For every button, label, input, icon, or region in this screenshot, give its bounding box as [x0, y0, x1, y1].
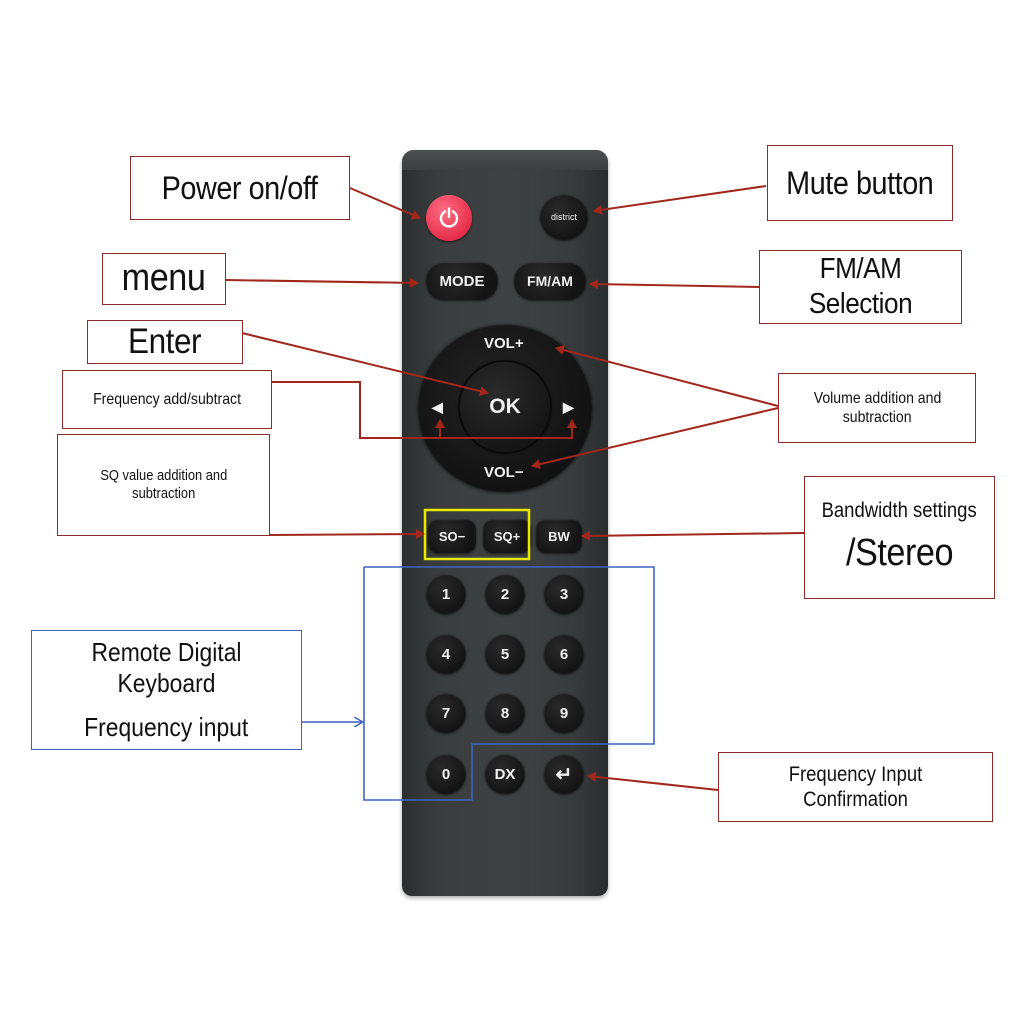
menu-arrow	[225, 277, 419, 288]
volume-label-line1: Volume addition and	[813, 389, 941, 407]
vol-down-key[interactable]: VOL−	[484, 464, 524, 481]
sq-label-line1: SQ value addition and	[100, 467, 227, 484]
digit-1-button[interactable]: 1	[426, 574, 466, 614]
mode-button[interactable]: MODE	[426, 262, 498, 300]
volume-up-arrow	[555, 345, 779, 407]
sq-label-box: SQ value addition and subtraction	[57, 434, 270, 536]
sq-highlight-frame	[423, 508, 531, 561]
volume-label-box: Volume addition and subtraction	[778, 373, 976, 443]
bandwidth-arrow	[581, 530, 805, 541]
volume-label-line2: subtraction	[842, 409, 912, 426]
digit-6-button[interactable]: 6	[544, 634, 584, 674]
mute-label-box: Mute button	[767, 145, 953, 221]
digit-5-button[interactable]: 5	[485, 634, 525, 674]
vol-up-key[interactable]: VOL+	[484, 335, 524, 352]
digit-8-button[interactable]: 8	[485, 693, 525, 733]
frequency-label-box: Frequency add/subtract	[62, 370, 272, 429]
bw-button[interactable]: BW	[536, 519, 582, 553]
enter-label: Enter	[128, 322, 202, 361]
keyboard-label-line2: Frequency input	[84, 711, 249, 742]
digit-0-button[interactable]: 0	[426, 754, 466, 794]
fm-am-arrow	[589, 279, 761, 290]
right-arrow-icon[interactable]: ▶	[563, 399, 574, 415]
confirmation-label: Frequency Input Confirmation	[788, 762, 923, 811]
bandwidth-label-line1: Bandwidth settings	[821, 499, 978, 523]
fm-am-label-box: FM/AM Selection	[759, 250, 962, 324]
mute-label: Mute button	[786, 164, 934, 201]
digit-2-button[interactable]: 2	[485, 574, 525, 614]
power-button[interactable]	[426, 195, 472, 241]
sq-minus-button[interactable]: SO−	[428, 519, 476, 553]
remote-top-edge	[402, 150, 608, 170]
volume-down-arrow	[531, 407, 779, 470]
power-arrow	[349, 187, 421, 220]
mute-arrow	[593, 185, 767, 215]
power-label: Power on/off	[162, 169, 318, 206]
bandwidth-label-box: Bandwidth settings /Stereo	[804, 476, 995, 599]
bandwidth-label-line2: /Stereo	[845, 532, 954, 575]
sq-label-line2: subtraction	[131, 485, 196, 502]
digit-3-button[interactable]: 3	[544, 574, 584, 614]
enter-arrow	[241, 332, 489, 396]
dx-button[interactable]: DX	[485, 754, 525, 794]
sq-arrow	[269, 529, 425, 540]
left-arrow-icon[interactable]: ◀	[432, 399, 443, 415]
confirmation-label-box: Frequency Input Confirmation	[718, 752, 993, 822]
menu-label: menu	[122, 257, 206, 300]
power-icon	[439, 207, 459, 228]
frequency-label: Frequency add/subtract	[93, 390, 241, 408]
enter-return-icon[interactable]: ↵	[544, 754, 584, 794]
digit-4-button[interactable]: 4	[426, 634, 466, 674]
fm-am-label: FM/AM Selection	[808, 253, 913, 320]
enter-label-box: Enter	[87, 320, 243, 364]
keyboard-label-box: Remote Digital Keyboard Frequency input	[31, 630, 302, 750]
keypad-bracket	[363, 566, 655, 801]
digit-9-button[interactable]: 9	[544, 693, 584, 733]
power-label-box: Power on/off	[130, 156, 350, 220]
fm-am-button[interactable]: FM/AM	[514, 262, 586, 300]
digit-7-button[interactable]: 7	[426, 693, 466, 733]
district-button[interactable]: district	[540, 194, 588, 240]
frequency-arrow	[272, 381, 577, 439]
sq-plus-button[interactable]: SQ+	[483, 519, 531, 553]
confirmation-arrow	[587, 771, 719, 791]
keyboard-label-line1: Remote Digital Keyboard	[91, 637, 242, 699]
menu-label-box: menu	[102, 253, 226, 305]
